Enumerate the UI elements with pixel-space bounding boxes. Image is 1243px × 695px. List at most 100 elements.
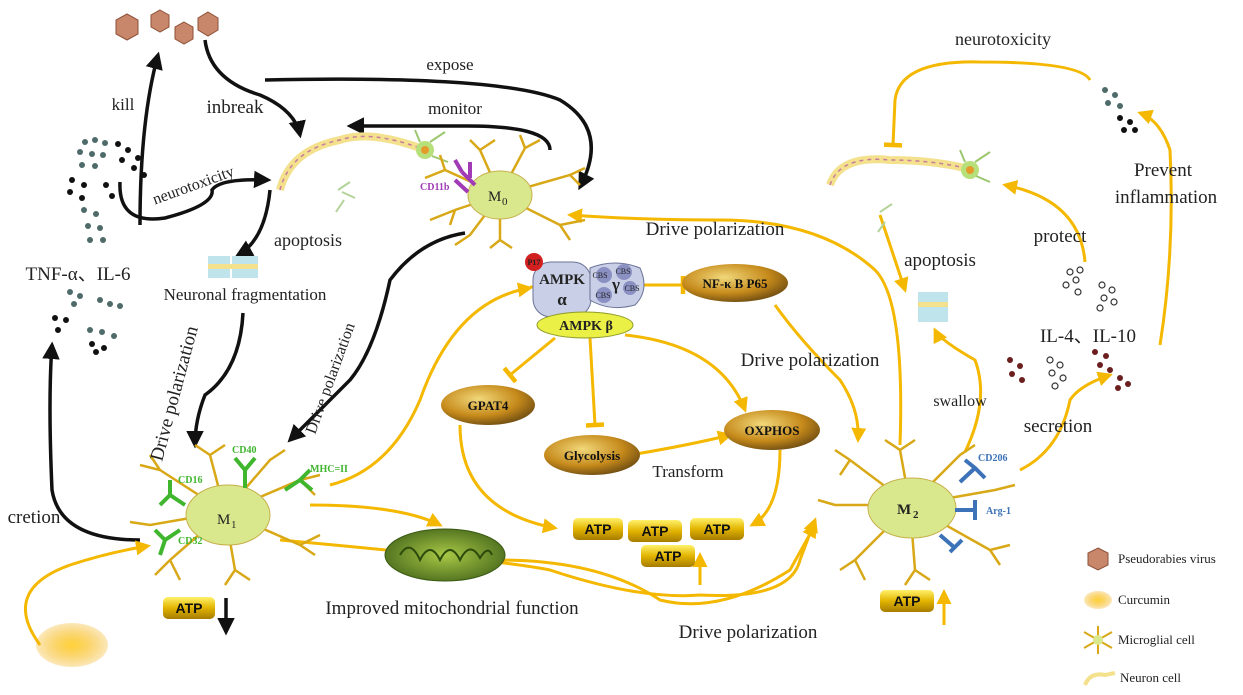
label-neurotoxicity-left: neurotoxicity	[150, 163, 236, 208]
neuron-left	[276, 129, 449, 213]
arrow-kill	[138, 51, 163, 226]
virus-icon	[197, 11, 219, 37]
label-drive-polarization-mid: Drive polarization	[741, 350, 880, 371]
virus-icon	[115, 13, 139, 41]
oxphos-node	[724, 410, 820, 450]
arrow-expose	[264, 77, 595, 191]
arrow-oxphos-atp	[749, 449, 782, 527]
legend-virus-icon	[1087, 547, 1109, 571]
receptor-cd11b-icon	[453, 158, 477, 194]
label-cretion: cretion	[8, 507, 61, 528]
neuron-right	[826, 149, 991, 233]
label-m1-sub: 1	[231, 519, 237, 531]
yellow-arrows	[24, 60, 1173, 646]
gpat4-node	[441, 385, 535, 425]
ampk-cbs-4: CBS	[624, 284, 639, 293]
legend	[1083, 547, 1116, 686]
black-arrows	[42, 39, 595, 636]
arrow-m2-swallow	[933, 327, 983, 453]
legend-curcumin-icon	[1084, 591, 1112, 609]
label-m1: M	[217, 512, 230, 528]
node-nfkb-label: NF-κ B P65	[703, 276, 768, 291]
atp-label-1: ATP	[176, 600, 203, 616]
microglia-m2	[817, 438, 1016, 586]
ampk-cbs-3: CBS	[595, 291, 610, 300]
label-m0-sub: 0	[502, 196, 508, 208]
arrow-neurotoxicity-left	[118, 170, 272, 221]
arrow-ampk-gpat4	[502, 336, 556, 384]
label-kill: kill	[112, 95, 135, 114]
label-prevent-2: inflammation	[1115, 187, 1218, 208]
label-drive-polarization-bottom: Drive polarization	[679, 622, 818, 643]
legend-neuron-icon	[1083, 671, 1116, 686]
arrow-m1-to-mito	[309, 503, 443, 527]
label-drive-polarization-top: Drive polarization	[646, 219, 785, 240]
label-expose: expose	[426, 55, 473, 74]
marker-mhc: MHC=II	[310, 464, 348, 475]
label-apoptosis-right: apoptosis	[904, 250, 976, 271]
label-neurotoxicity-right: neurotoxicity	[955, 29, 1051, 49]
curcumin-icon	[36, 623, 108, 667]
label-apoptosis-left: apoptosis	[274, 230, 342, 250]
ampk-alpha: α	[557, 290, 567, 309]
marker-arg1: Arg-1	[986, 506, 1011, 517]
arrow-monitor	[346, 117, 552, 151]
legend-microglia-icon	[1083, 626, 1113, 654]
node-gpat4-label: GPAT4	[468, 398, 509, 413]
metabolic-nodes	[441, 264, 820, 475]
virus-icon	[174, 21, 194, 45]
arrow-inbreak	[203, 39, 306, 139]
legend-virus-label: Pseudorabies virus	[1118, 551, 1216, 566]
arrow-ampk-oxphos	[624, 333, 748, 413]
glycolysis-node	[544, 435, 640, 475]
legend-microglia-label: Microglial cell	[1118, 632, 1195, 647]
virus-icon	[150, 9, 170, 33]
arrow-gpat4-atp	[458, 424, 558, 534]
marker-cd32: CD32	[178, 536, 202, 547]
label-m2: M	[897, 502, 911, 518]
microglia-m0	[424, 134, 586, 250]
arrow-neuron-apoptosis	[878, 214, 909, 293]
virus-icons	[115, 9, 219, 45]
marker-cd206: CD206	[978, 453, 1007, 464]
arrow-neurotoxicity-right	[883, 60, 1092, 148]
label-protect: protect	[1034, 226, 1087, 247]
atp-label-4: ATP	[704, 521, 731, 537]
ampk-beta: AMPK β	[559, 319, 613, 334]
ampk-complex	[525, 253, 645, 339]
receptors-m2-icon	[938, 458, 987, 554]
arrow-glycolysis-oxphos	[629, 430, 733, 457]
atp-label-6: ATP	[894, 593, 921, 609]
label-neuronal-fragmentation: Neuronal fragmentation	[164, 285, 327, 304]
arrow-m0-to-m1	[287, 231, 466, 443]
cytokine-dots-right-red	[1007, 349, 1131, 391]
cytokine-dots-left-top	[67, 137, 147, 243]
marker-cd16: CD16	[178, 475, 202, 486]
label-prevent-1: Prevent	[1134, 160, 1193, 181]
label-improved-mito: Improved mitochondrial function	[325, 598, 579, 619]
label-tnf: TNF-α、IL-6	[26, 264, 131, 285]
arrow-prevent	[1137, 109, 1173, 346]
receptors-m1-icon	[153, 456, 314, 556]
microglia-m1	[129, 443, 321, 586]
neuronal-fragments-right	[918, 292, 948, 322]
nfkb-node	[682, 264, 788, 302]
ampk-p17: P17	[528, 258, 541, 267]
atp-cylinders	[163, 518, 934, 619]
arrow-fragmentation-down	[186, 312, 245, 449]
cytokine-dots-left-bottom	[52, 289, 123, 355]
legend-curcumin-label: Curcumin	[1118, 592, 1170, 607]
neuronal-fragments-left	[208, 256, 258, 278]
label-m2-sub: 2	[913, 509, 919, 521]
arrow-curcumin-to-m1	[24, 540, 151, 646]
arrow-ampk-glycolysis	[585, 337, 605, 428]
arrow-mito-to-m2	[499, 522, 817, 606]
mitochondrion-icon	[384, 528, 506, 582]
label-inbreak: inbreak	[207, 97, 264, 118]
atp-label-2: ATP	[585, 521, 612, 537]
ampk-gamma: γ	[611, 275, 620, 294]
arrow-apoptosis-left	[234, 189, 272, 257]
label-transform: Transform	[652, 462, 723, 481]
